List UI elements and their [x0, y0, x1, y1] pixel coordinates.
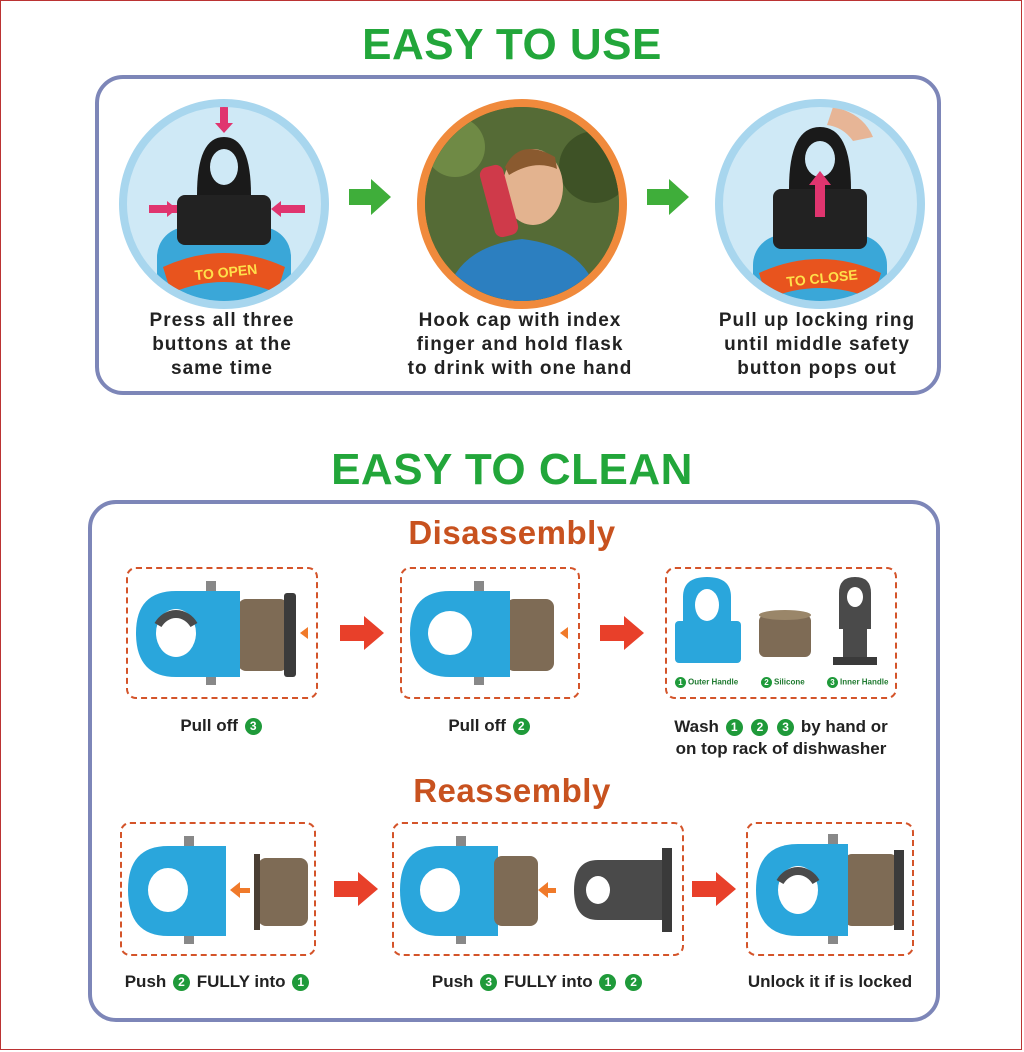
- label-text: Pull off: [448, 716, 506, 735]
- cap-close-icon: [753, 107, 887, 301]
- reassembly-step1-label: Push 2 FULLY into 1: [100, 972, 336, 992]
- reassembly-step3-box: [746, 822, 914, 956]
- label-text: on top rack of dishwasher: [675, 739, 887, 758]
- label-text: FULLY into: [196, 972, 286, 991]
- caption-line: button pops out: [737, 358, 897, 379]
- caption-line: to drink with one hand: [407, 358, 633, 379]
- label-text: by hand or: [800, 717, 888, 736]
- part-number-badge: 1: [675, 677, 686, 688]
- caption-line: buttons at the: [152, 334, 292, 355]
- label-text: Wash: [674, 717, 719, 736]
- assembled-cap-icon: [756, 834, 904, 944]
- step-number-badge: 2: [625, 974, 643, 992]
- caption-line: finger and hold flask: [416, 334, 624, 355]
- label-text: Pull off: [180, 716, 238, 735]
- red-arrow-icon: [334, 872, 378, 906]
- caption-line: Hook cap with index: [418, 310, 622, 331]
- part-number-badge: 3: [827, 677, 838, 688]
- part-name: Outer Handle: [688, 677, 739, 687]
- reassembly-title: Reassembly: [413, 772, 611, 809]
- separated-parts-icon: [675, 577, 877, 665]
- part-name: Inner Handle: [840, 677, 889, 687]
- disassembly-step2-box: [400, 567, 580, 699]
- cap-assembly-icon: [410, 581, 568, 685]
- red-arrow-icon: [600, 616, 644, 650]
- disassembly-step1-box: [126, 567, 318, 699]
- red-arrow-icon: [692, 872, 736, 906]
- label-text: Push: [124, 972, 167, 991]
- easy-to-use-panel: TO OPEN TO CLOSE: [95, 75, 941, 395]
- next-arrow-icon: [349, 179, 391, 215]
- reassembly-step2-box: [392, 822, 684, 956]
- disassembly-step2-label: Pull off 2: [400, 716, 580, 736]
- red-arrow-icon: [340, 616, 384, 650]
- caption-line: same time: [171, 358, 273, 379]
- easy-to-clean-title: EASY TO CLEAN: [331, 445, 693, 494]
- step-number-badge: 2: [512, 718, 530, 736]
- close-illustration: TO CLOSE: [715, 99, 925, 309]
- step-number-badge: 1: [599, 974, 617, 992]
- open-illustration: TO OPEN: [119, 99, 329, 309]
- step-number-badge: 3: [480, 974, 498, 992]
- disassembly-title: Disassembly: [408, 514, 616, 551]
- disassembly-step3-label: Wash 1 2 3 by hand or on top rack of dis…: [650, 716, 912, 760]
- reassembly-step3-label: Unlock it if is locked: [747, 972, 913, 991]
- cap-assembly-icon: [136, 581, 308, 685]
- step-number-badge: 1: [292, 974, 310, 992]
- part-name: Silicone: [774, 677, 805, 687]
- step-number-badge: 2: [751, 719, 769, 737]
- step-number-badge: 3: [777, 719, 795, 737]
- step1-caption: Press all three buttons at the same time: [99, 309, 345, 381]
- step2-caption: Hook cap with index finger and hold flas…: [377, 309, 663, 381]
- easy-to-use-title: EASY TO USE: [362, 20, 662, 69]
- reassembly-step2-label: Push 3 FULLY into 1 2: [392, 972, 684, 992]
- cap-assembly-icon: [128, 836, 308, 944]
- reassembly-step1-box: [120, 822, 316, 956]
- step-number-badge: 3: [244, 718, 262, 736]
- part-number-badge: 2: [761, 677, 772, 688]
- step3-caption: Pull up locking ring until middle safety…: [689, 309, 945, 381]
- cap-open-icon: [149, 107, 305, 301]
- drinking-photo: [417, 99, 627, 309]
- caption-line: Press all three: [149, 310, 295, 331]
- cap-assembly-icon: [400, 836, 672, 944]
- man-drinking-icon: [425, 107, 619, 301]
- caption-line: until middle safety: [724, 334, 910, 355]
- step-number-badge: 2: [173, 974, 191, 992]
- caption-line: Pull up locking ring: [718, 310, 916, 331]
- label-text: Push: [431, 972, 474, 991]
- step-number-badge: 1: [725, 719, 743, 737]
- next-arrow-icon: [647, 179, 689, 215]
- wash-line: Wash 1 2 3 by hand or: [650, 716, 912, 738]
- disassembly-step1-label: Pull off 3: [126, 716, 318, 736]
- label-text: FULLY into: [503, 972, 593, 991]
